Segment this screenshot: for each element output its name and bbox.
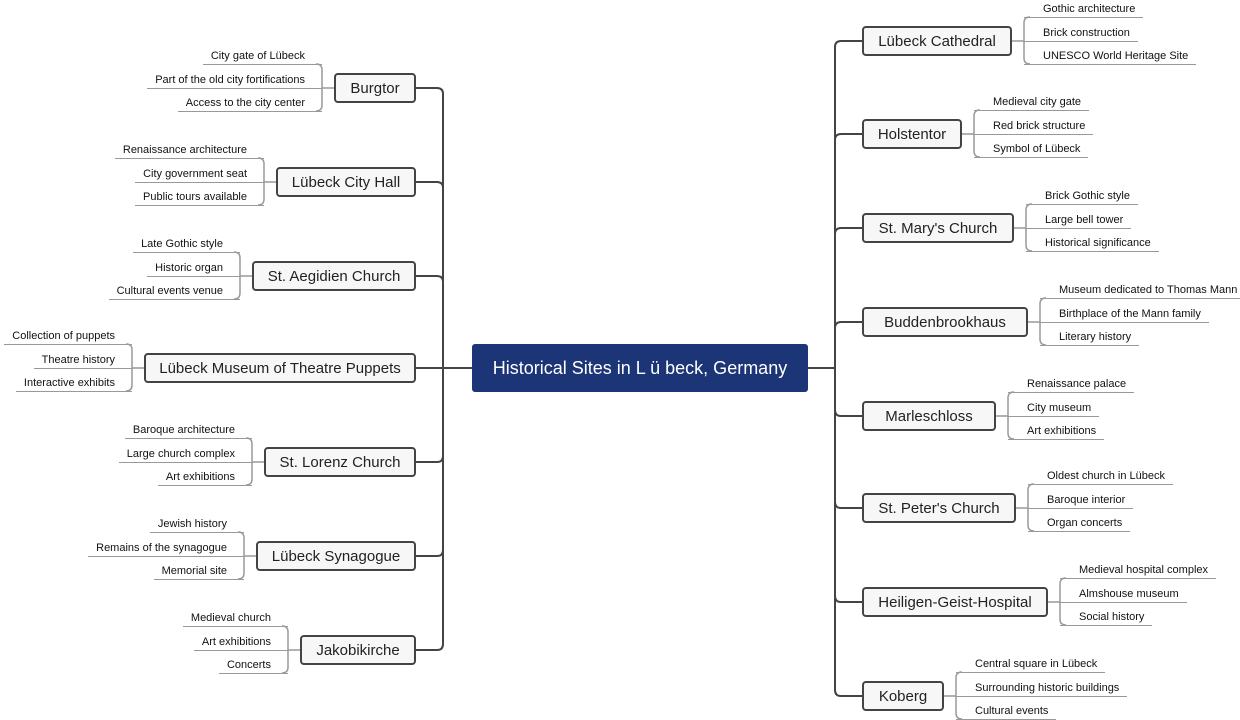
detail-item[interactable]: Literary history [1040,331,1140,346]
detail-item[interactable]: Interactive exhibits [15,377,132,392]
detail-item[interactable]: Almshouse museum [1060,588,1187,603]
topic-label: Burgtor [350,79,400,97]
topic-label: St. Aegidien Church [267,267,401,285]
branch-line [834,40,862,48]
topic-marleschloss[interactable]: Marleschloss [862,401,996,431]
detail-item[interactable]: Cultural events [956,705,1057,720]
detail-item[interactable]: Surrounding historic buildings [956,682,1128,697]
detail-item[interactable]: Baroque architecture [124,424,252,439]
branch-line [416,181,444,189]
detail-item[interactable]: Social history [1060,611,1153,626]
topic-label: St. Mary's Church [878,219,998,237]
detail-item[interactable]: Organ concerts [1028,517,1131,532]
detail-item[interactable]: Part of the old city fortifications [147,74,322,89]
topic-label: Jakobikirche [316,641,400,659]
detail-item[interactable]: Memorial site [153,565,244,580]
detail-item[interactable]: City gate of Lübeck [202,50,322,65]
detail-item[interactable]: Gothic architecture [1024,3,1144,18]
detail-item[interactable]: Medieval hospital complex [1060,564,1217,579]
branch-line [834,409,862,417]
topic-heiligen-geist-hospital[interactable]: Heiligen-Geist-Hospital [862,587,1048,617]
detail-item[interactable]: Cultural events venue [108,285,240,300]
topic-burgtor[interactable]: Burgtor [334,73,416,103]
detail-item[interactable]: Late Gothic style [133,238,240,253]
topic-holstentor[interactable]: Holstentor [862,119,962,149]
detail-item[interactable]: Art exhibitions [157,471,252,486]
topic-jakobikirche[interactable]: Jakobikirche [300,635,416,665]
topic-label: St. Peter's Church [878,499,1000,517]
topic-label: Koberg [878,687,928,705]
detail-item[interactable]: Museum dedicated to Thomas Mann [1040,284,1240,299]
topic-label: Lübeck Museum of Theatre Puppets [159,359,401,377]
branch-line [416,455,444,463]
detail-item[interactable]: City museum [1008,402,1100,417]
branch-line [834,689,862,697]
topic-label: Lübeck Synagogue [271,547,401,565]
detail-item[interactable]: Brick construction [1024,27,1138,42]
detail-item[interactable]: Brick Gothic style [1026,190,1138,205]
topic-st-aegidien-church[interactable]: St. Aegidien Church [252,261,416,291]
topic-label: St. Lorenz Church [279,453,401,471]
branch-line [834,133,862,141]
detail-item[interactable]: City government seat [135,168,264,183]
detail-item[interactable]: Medieval city gate [974,96,1090,111]
topic-l-beck-city-hall[interactable]: Lübeck City Hall [276,167,416,197]
detail-item[interactable]: Theatre history [33,354,132,369]
topic-st-mary-s-church[interactable]: St. Mary's Church [862,213,1014,243]
detail-item[interactable]: UNESCO World Heritage Site [1024,50,1197,65]
branch-line [834,595,862,603]
branch-line [416,643,444,651]
topic-st-peter-s-church[interactable]: St. Peter's Church [862,493,1016,523]
detail-item[interactable]: Access to the city center [177,97,322,112]
topic-label: Heiligen-Geist-Hospital [878,593,1032,611]
central-topic-label: Historical Sites in L ü beck, Germany [492,357,788,378]
branch-line [834,227,862,235]
detail-item[interactable]: Art exhibitions [1008,425,1105,440]
topic-buddenbrookhaus[interactable]: Buddenbrookhaus [862,307,1028,337]
topic-label: Holstentor [877,125,947,143]
detail-item[interactable]: Historical significance [1026,237,1159,252]
detail-item[interactable]: Symbol of Lübeck [974,143,1089,158]
detail-item[interactable]: Renaissance architecture [114,144,264,159]
branch-line [834,501,862,509]
detail-item[interactable]: Large bell tower [1026,214,1132,229]
branch-line [416,87,444,95]
detail-item[interactable]: Remains of the synagogue [88,542,244,557]
branch-line [416,549,444,557]
detail-item[interactable]: Central square in Lübeck [956,658,1106,673]
branch-line [416,275,444,283]
topic-l-beck-synagogue[interactable]: Lübeck Synagogue [256,541,416,571]
detail-item[interactable]: Public tours available [135,191,264,206]
topic-label: Lübeck City Hall [291,173,401,191]
topic-label: Lübeck Cathedral [878,32,996,50]
detail-item[interactable]: Art exhibitions [193,636,288,651]
detail-item[interactable]: Red brick structure [974,120,1094,135]
detail-item[interactable]: Oldest church in Lübeck [1028,470,1174,485]
detail-item[interactable]: Jewish history [149,518,244,533]
detail-item[interactable]: Large church complex [118,448,252,463]
topic-l-beck-cathedral[interactable]: Lübeck Cathedral [862,26,1012,56]
detail-item[interactable]: Historic organ [147,262,240,277]
detail-item[interactable]: Medieval church [182,612,288,627]
detail-item[interactable]: Baroque interior [1028,494,1134,509]
topic-st-lorenz-church[interactable]: St. Lorenz Church [264,447,416,477]
branch-line [834,321,862,329]
detail-item[interactable]: Collection of puppets [4,330,132,345]
detail-item[interactable]: Birthplace of the Mann family [1040,308,1209,323]
topic-label: Buddenbrookhaus [884,313,1006,331]
topic-l-beck-museum-of-theatre-puppets[interactable]: Lübeck Museum of Theatre Puppets [144,353,416,383]
detail-item[interactable]: Concerts [218,659,288,674]
topic-koberg[interactable]: Koberg [862,681,944,711]
central-topic[interactable]: Historical Sites in L ü beck, Germany [472,344,808,392]
detail-item[interactable]: Renaissance palace [1008,378,1135,393]
topic-label: Marleschloss [885,407,973,425]
